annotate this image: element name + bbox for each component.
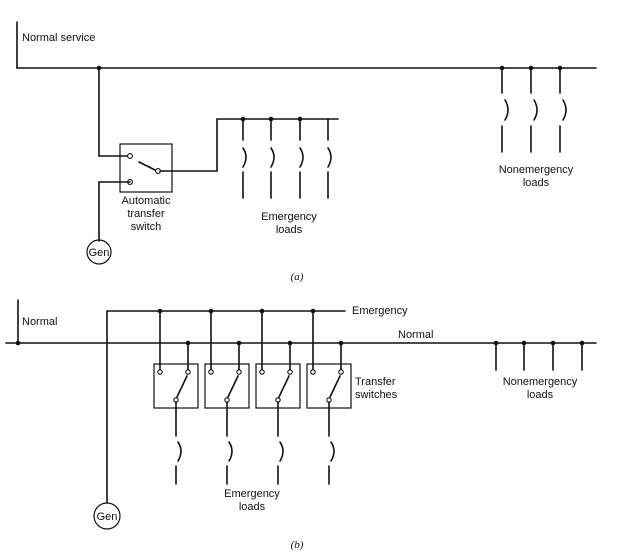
switch-blade (227, 375, 239, 398)
nonemergency-loads-label-2: loads (523, 177, 550, 189)
emergency-feeder-a (159, 118, 339, 172)
generator-feeder-a (98, 181, 131, 242)
breaker-symbol (562, 99, 567, 121)
ats-label-line-3: switch (131, 221, 162, 233)
emergency-loads-a (240, 116, 332, 199)
caption-a: (a) (291, 271, 304, 283)
emergency-loads-label-2: loads (276, 224, 303, 236)
breaker-symbol (299, 147, 304, 168)
emergency-loads-label-b-2: loads (239, 501, 266, 513)
switch-blade (176, 375, 188, 398)
switch-terminal (287, 369, 293, 375)
generator-a (86, 239, 112, 265)
transfer-switches-label-2: switches (355, 389, 398, 401)
automatic-transfer-switch (119, 143, 173, 193)
breaker-symbol (533, 99, 538, 121)
transfer-switches-label-1: Transfer (355, 376, 396, 388)
switch-terminal (259, 369, 265, 375)
transfer-switch-4 (306, 308, 352, 485)
caption-b: (b) (291, 539, 304, 551)
ats-label-line-1: Automatic (122, 195, 171, 207)
breaker-symbol (177, 441, 182, 462)
switch-terminal (208, 369, 214, 375)
generator-b (93, 502, 121, 530)
breaker-symbol (270, 147, 275, 168)
nonemergency-loads-label-1: Nonemergency (499, 164, 574, 176)
emergency-loads-label-b-1: Emergency (224, 488, 280, 500)
transfer-switch-2 (204, 308, 250, 485)
nonemergency-loads-label-b-1: Nonemergency (503, 376, 578, 388)
switch-terminal (157, 369, 163, 375)
transfer-switch-3 (255, 308, 301, 485)
breaker-symbol (242, 147, 247, 168)
nonemergency-loads-a (499, 65, 567, 153)
ats-label-line-2: transfer (127, 208, 165, 220)
diagram-a: Normal service Automatic transfer switch (16, 21, 597, 283)
switch-terminal (236, 369, 242, 375)
switch-terminal (310, 369, 316, 375)
emergency-bus-label: Emergency (352, 305, 408, 317)
breaker-symbol (330, 441, 335, 462)
ats-normal-terminal (127, 153, 133, 159)
breaker-symbol (279, 441, 284, 462)
switch-terminal (185, 369, 191, 375)
ats-switch-blade (138, 161, 156, 171)
transfer-switch-1 (153, 308, 199, 485)
breaker-symbol (228, 441, 233, 462)
normal-bus-label: Normal (398, 329, 433, 341)
nonemergency-loads-b (493, 340, 585, 371)
breaker-symbol (504, 99, 509, 121)
normal-service-label: Normal service (22, 32, 95, 44)
emergency-loads-label-1: Emergency (261, 211, 317, 223)
normal-label-left: Normal (22, 316, 57, 328)
switch-blade (278, 375, 290, 398)
nonemergency-loads-label-b-2: loads (527, 389, 554, 401)
gen-label-a: Gen (89, 247, 110, 259)
diagram-b: Normal Normal Emergency Gen (5, 299, 597, 551)
switch-blade (329, 375, 341, 398)
gen-label-b: Gen (97, 511, 118, 523)
switch-terminal (338, 369, 344, 375)
breaker-symbol (327, 147, 332, 168)
